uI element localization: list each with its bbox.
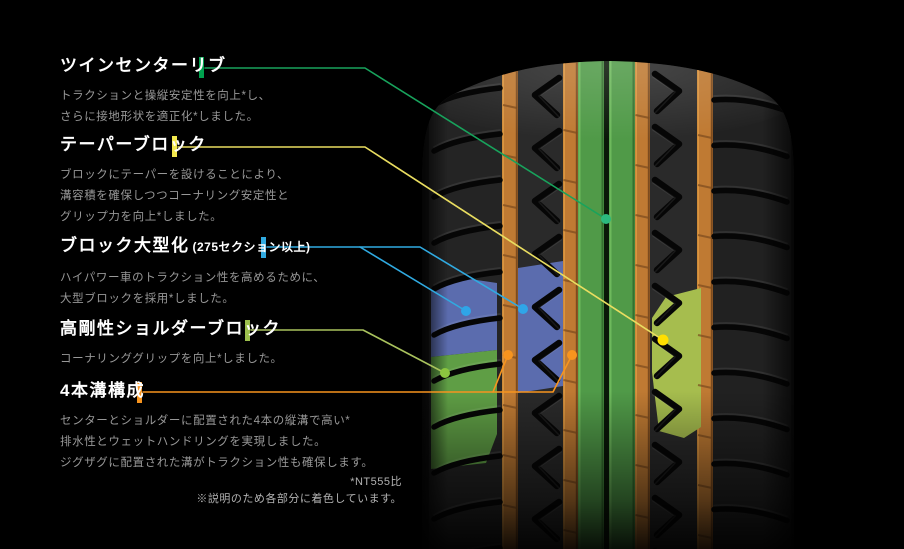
description-line: グリップ力を向上*しました。 (60, 211, 223, 223)
feature-title: 4本溝構成 (60, 379, 373, 402)
feature-title: ツインセンターリブ (60, 54, 271, 77)
marker-rigid-shoulder-block (245, 320, 250, 341)
feature-description: センターとショルダーに配置された4本の縦溝で高い* 排水性とウェットハンドリング… (60, 411, 373, 474)
description-line: さらに接地形状を適正化*しました。 (60, 111, 259, 123)
marker-tapered-block (172, 136, 177, 157)
target-dot-twin-center-rib (601, 214, 611, 224)
leader-line-four-groove-layout (142, 354, 573, 393)
target-dot-four-groove-2 (567, 350, 577, 360)
marker-four-groove-layout (137, 382, 142, 403)
feature-four-groove-layout: 4本溝構成 センターとショルダーに配置された4本の縦溝で高い* 排水性とウェット… (60, 379, 373, 474)
leader-line-enlarged-block (266, 246, 524, 310)
leader-line-rigid-shoulder-block (250, 329, 446, 374)
description-line: センターとショルダーに配置された4本の縦溝で高い* (60, 415, 351, 427)
target-dot-enlarged-block-2 (518, 304, 528, 314)
feature-description: コーナリンググリップを向上*しました。 (60, 349, 283, 370)
description-line: ブロックにテーパーを設けることにより、 (60, 169, 290, 181)
target-dot-enlarged-block-1 (461, 306, 471, 316)
feature-twin-center-rib: ツインセンターリブ トラクションと操縦安定性を向上*し、 さらに接地形状を適正化… (60, 54, 271, 128)
bottom-vignette (422, 61, 794, 549)
feature-title-text: 4本溝構成 (60, 381, 145, 400)
description-line: コーナリンググリップを向上*しました。 (60, 353, 283, 365)
feature-title-text: ツインセンターリブ (60, 56, 227, 75)
feature-tapered-block: テーパーブロック ブロックにテーパーを設けることにより、 溝容積を確保しつつコー… (60, 133, 289, 228)
feature-description: ブロックにテーパーを設けることにより、 溝容積を確保しつつコーナリング安定性と … (60, 165, 289, 228)
leader-line-tapered-block (177, 146, 664, 341)
target-dot-four-groove-1 (503, 350, 513, 360)
feature-description: トラクションと操縦安定性を向上*し、 さらに接地形状を適正化*しました。 (60, 86, 271, 128)
leader-line-twin-center-rib (204, 67, 607, 220)
description-line: ジグザグに配置された溝がトラクション性も確保します。 (60, 457, 374, 469)
footnotes: *NT555比 ※説明のため各部分に着色しています。 (60, 474, 402, 508)
description-line: トラクションと操縦安定性を向上*し、 (60, 90, 271, 102)
target-dot-tapered-block (657, 334, 669, 346)
feature-title-text: 高剛性ショルダーブロック (60, 319, 281, 338)
feature-title-text: ブロック大型化 (60, 236, 190, 255)
leader-lines (142, 67, 669, 393)
leader-line-four-groove-branch (492, 354, 509, 393)
description-line: ハイパワー車のトラクション性を高めるために、 (60, 272, 326, 284)
target-dot-rigid-shoulder-block (440, 368, 450, 378)
leader-line-enlarged-block-branch (359, 246, 467, 312)
description-line: 排水性とウェットハンドリングを実現しました。 (60, 436, 327, 448)
description-line: 溝容積を確保しつつコーナリング安定性と (60, 190, 290, 202)
feature-markers (137, 57, 266, 403)
feature-enlarged-block: ブロック大型化(275セクション以上) ハイパワー車のトラクション性を高めるため… (60, 234, 325, 310)
feature-title: ブロック大型化(275セクション以上) (60, 234, 325, 259)
feature-rigid-shoulder-block: 高剛性ショルダーブロック コーナリンググリップを向上*しました。 (60, 317, 283, 370)
marker-twin-center-rib (199, 57, 204, 78)
feature-title: テーパーブロック (60, 133, 289, 156)
feature-title: 高剛性ショルダーブロック (60, 317, 283, 340)
marker-enlarged-block (261, 237, 266, 258)
footnote-coloring-note: ※説明のため各部分に着色しています。 (196, 493, 402, 505)
footnote-comparison: *NT555比 (350, 476, 402, 488)
feature-title-text: テーパーブロック (60, 135, 207, 154)
description-line: 大型ブロックを採用*しました。 (60, 293, 235, 305)
feature-description: ハイパワー車のトラクション性を高めるために、 大型ブロックを採用*しました。 (60, 268, 325, 310)
tire-body (422, 61, 794, 549)
feature-title-suffix: (275セクション以上) (192, 240, 311, 254)
